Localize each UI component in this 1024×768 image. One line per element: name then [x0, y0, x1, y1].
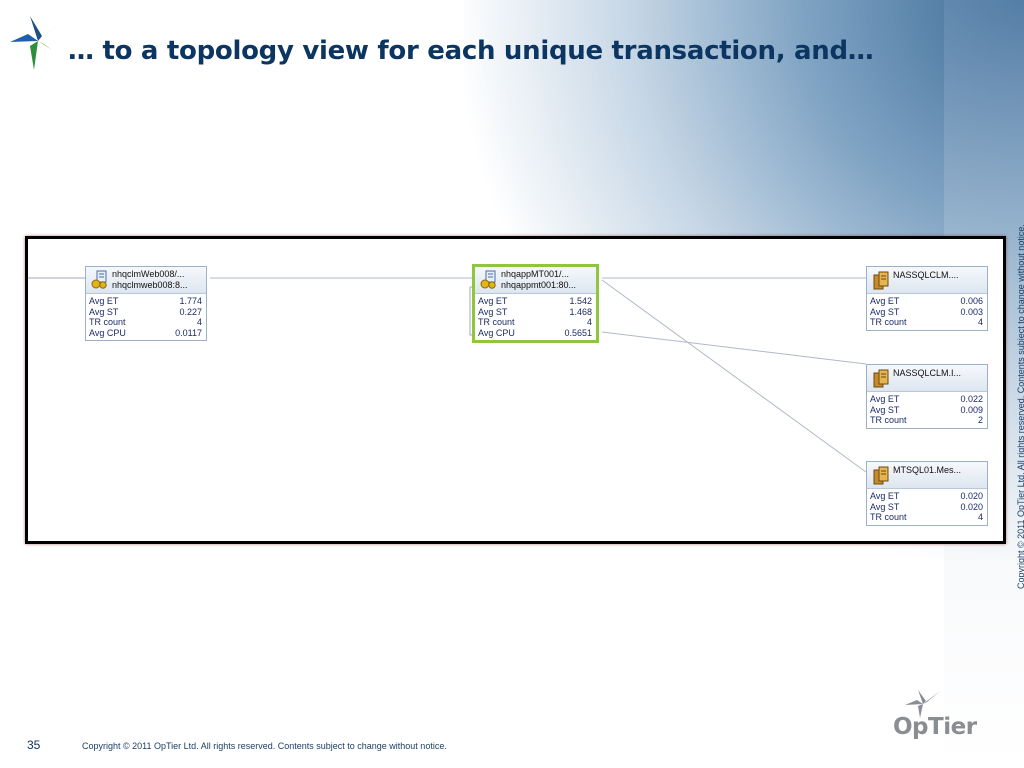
metric-value: 4 — [586, 317, 592, 327]
metric-row: Avg ET 1.542 — [475, 296, 596, 307]
metric-value: 1.774 — [179, 296, 202, 306]
database-server-icon — [873, 466, 889, 485]
node-web-server[interactable]: nhqclmWeb008/... nhqclmweb008:8... Avg E… — [85, 266, 207, 341]
optier-star-logo-icon — [10, 16, 66, 70]
node-database-2[interactable]: NASSQLCLM.I... Avg ET 0.022 Avg ST 0.009 T… — [866, 364, 988, 429]
metric-value: 4 — [196, 317, 202, 327]
metric-value: 0.003 — [960, 306, 983, 317]
metric-value: 0.227 — [179, 306, 202, 317]
optier-brand-star-icon — [905, 690, 940, 718]
metric-value: 4 — [977, 317, 983, 327]
metric-value: 0.0117 — [175, 327, 202, 338]
metric-row: Avg ET 0.006 — [867, 296, 987, 307]
node-header: NASSQLCLM.... — [867, 267, 987, 294]
optier-brand-logo: OpTier — [893, 690, 985, 746]
metric-row: Avg ST 1.468 — [475, 307, 596, 318]
metric-row: Avg CPU 0.5651 — [475, 328, 596, 339]
metric-row: Avg CPU 0.0117 — [86, 328, 206, 339]
metric-row: TR count 4 — [475, 317, 596, 328]
edge-app-to-db3 — [601, 279, 867, 473]
node-title: NASSQLCLM.I... — [893, 368, 962, 378]
metric-row: Avg ET 0.020 — [867, 491, 987, 502]
metric-label: Avg ST — [870, 501, 900, 512]
metric-row: Avg ET 0.022 — [867, 394, 987, 405]
metric-value: 1.468 — [569, 306, 592, 317]
metric-row: TR count 4 — [867, 512, 987, 523]
metric-row: Avg ST 0.003 — [867, 307, 987, 318]
app-server-icon — [480, 270, 496, 289]
metric-label: Avg ST — [870, 404, 900, 415]
metric-value: 0.022 — [960, 394, 983, 404]
footer-copyright: Copyright © 2011 OpTier Ltd. All rights … — [82, 741, 447, 751]
metric-value: 2 — [977, 415, 983, 425]
metric-label: TR count — [89, 317, 126, 327]
metric-label: Avg ET — [478, 296, 508, 306]
metric-value: 0.5651 — [564, 327, 592, 338]
metric-row: TR count 4 — [86, 317, 206, 328]
metric-label: Avg CPU — [89, 327, 126, 338]
side-copyright: Copyright © 2011 OpTier Ltd. All rights … — [1016, 224, 1024, 589]
metric-label: TR count — [478, 317, 515, 327]
metric-label: Avg ET — [870, 296, 900, 306]
node-subtitle: nhqclmweb008:8... — [112, 280, 188, 290]
node-subtitle: nhqappmt001:80... — [501, 280, 577, 290]
metric-row: TR count 4 — [867, 317, 987, 328]
metric-label: TR count — [870, 512, 907, 522]
metric-label: Avg ST — [89, 306, 119, 317]
database-server-icon — [873, 271, 889, 290]
app-server-icon — [91, 270, 107, 289]
node-header: MTSQL01.Mes... — [867, 462, 987, 489]
metric-row: Avg ST 0.020 — [867, 502, 987, 513]
node-header: nhqappMT001/... nhqappmt001:80... — [475, 267, 596, 294]
node-database-1[interactable]: NASSQLCLM.... Avg ET 0.006 Avg ST 0.003 TR… — [866, 266, 988, 331]
metric-row: Avg ST 0.009 — [867, 405, 987, 416]
node-header: NASSQLCLM.I... — [867, 365, 987, 392]
metric-value: 0.020 — [960, 491, 983, 501]
metric-label: Avg ET — [870, 491, 900, 501]
topology-view[interactable]: nhqclmWeb008/... nhqclmweb008:8... Avg E… — [25, 236, 1006, 544]
edge-app-to-db2 — [601, 331, 867, 365]
metric-label: Avg ET — [870, 394, 900, 404]
node-title: nhqclmWeb008/... — [112, 269, 185, 279]
node-title: nhqappMT001/... — [501, 269, 570, 279]
slide-title: … to a topology view for each unique tra… — [68, 36, 874, 66]
metric-label: Avg ST — [478, 306, 508, 317]
metric-row: Avg ST 0.227 — [86, 307, 206, 318]
metric-value: 0.006 — [960, 296, 983, 306]
node-title: MTSQL01.Mes... — [893, 465, 962, 475]
metric-label: Avg ST — [870, 306, 900, 317]
slide-number: 35 — [27, 738, 41, 752]
metric-row: Avg ET 1.774 — [86, 296, 206, 307]
node-database-3[interactable]: MTSQL01.Mes... Avg ET 0.020 Avg ST 0.020 T… — [866, 461, 988, 526]
metric-value: 4 — [977, 512, 983, 522]
database-server-icon — [873, 369, 889, 388]
metric-value: 0.020 — [960, 501, 983, 512]
node-header: nhqclmWeb008/... nhqclmweb008:8... — [86, 267, 206, 294]
metric-label: TR count — [870, 415, 907, 425]
brand-name: OpTier — [893, 714, 977, 740]
metric-row: TR count 2 — [867, 415, 987, 426]
metric-value: 1.542 — [569, 296, 592, 306]
metric-label: Avg ET — [89, 296, 119, 306]
metric-label: TR count — [870, 317, 907, 327]
metric-label: Avg CPU — [478, 327, 515, 338]
metric-value: 0.009 — [960, 404, 983, 415]
node-app-server-selected[interactable]: nhqappMT001/... nhqappmt001:80... Avg ET… — [472, 264, 599, 343]
node-title: NASSQLCLM.... — [893, 270, 959, 280]
